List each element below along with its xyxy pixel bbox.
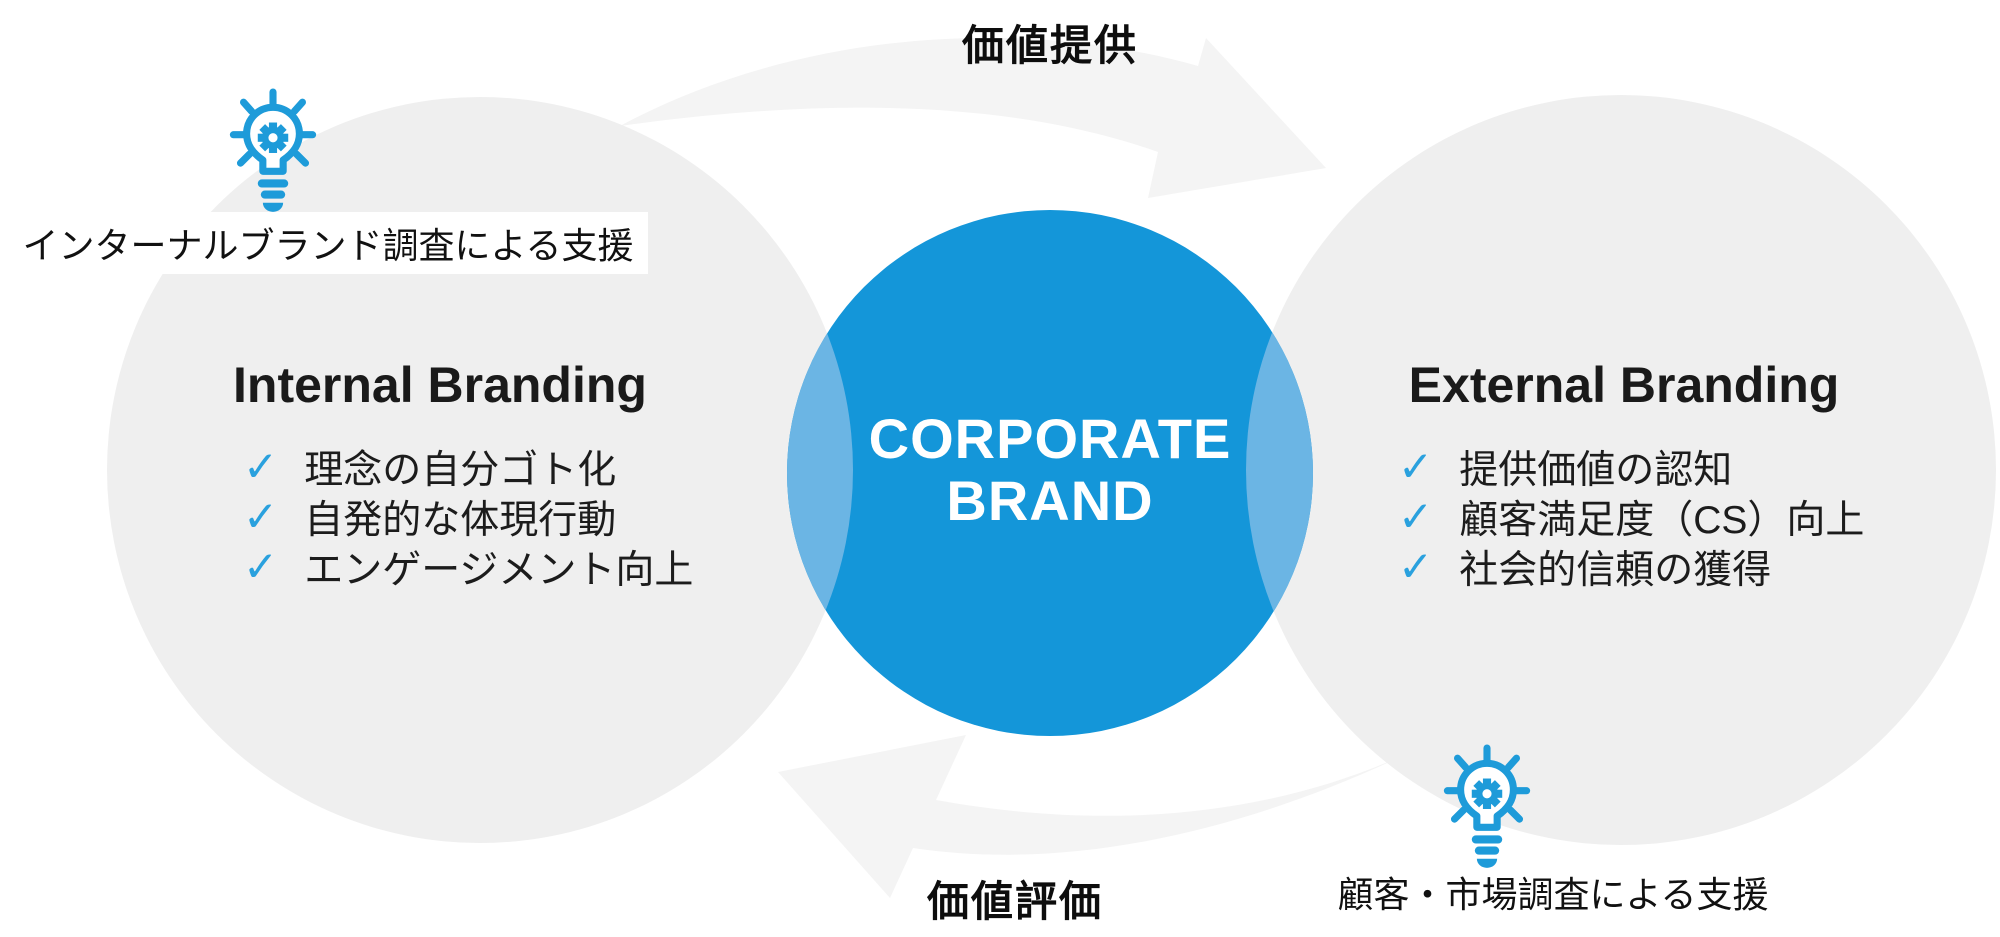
- value-provision-arrow: [620, 37, 1326, 198]
- lightbulb-gear-icon: [1436, 744, 1538, 876]
- corporate-brand-line1: CORPORATE: [868, 407, 1232, 470]
- value-provision-label: 価値提供: [961, 22, 1138, 69]
- check-icon: ✓: [243, 493, 279, 540]
- list-item-text: エンゲージメント向上: [304, 549, 694, 592]
- check-icon: ✓: [1398, 543, 1434, 590]
- internal-branding-list: ✓ 理念の自分ゴト化 ✓ 自発的な体現行動 ✓ エンゲージメント向上: [243, 442, 693, 592]
- list-item: ✓ 自発的な体現行動: [243, 492, 693, 542]
- check-icon: ✓: [1398, 443, 1434, 490]
- list-item: ✓ 提供価値の認知: [1398, 442, 1864, 492]
- list-item-text: 理念の自分ゴト化: [304, 449, 617, 492]
- list-item: ✓ エンゲージメント向上: [243, 542, 693, 592]
- external-branding-list: ✓ 提供価値の認知 ✓ 顧客満足度（CS）向上 ✓ 社会的信頼の獲得: [1398, 442, 1864, 592]
- corporate-brand-title: CORPORATE BRAND: [800, 408, 1300, 532]
- list-item: ✓ 理念の自分ゴト化: [243, 442, 693, 492]
- list-item: ✓ 顧客満足度（CS）向上: [1398, 492, 1864, 542]
- list-item: ✓ 社会的信頼の獲得: [1398, 542, 1864, 592]
- lightbulb-gear-icon: [222, 88, 324, 220]
- corporate-brand-line2: BRAND: [946, 469, 1154, 532]
- list-item-text: 顧客満足度（CS）向上: [1459, 499, 1865, 542]
- internal-support-label: インターナルブランド調査による支援: [8, 212, 648, 274]
- internal-branding-circle: [107, 97, 853, 843]
- value-evaluation-arrow: [778, 735, 1425, 898]
- corporate-brand-circle: [787, 210, 1313, 736]
- value-evaluation-label: 価値評価: [926, 878, 1103, 925]
- list-item-text: 社会的信頼の獲得: [1459, 549, 1772, 592]
- external-branding-circle: [1246, 95, 1996, 845]
- check-icon: ✓: [1398, 493, 1434, 540]
- list-item-text: 提供価値の認知: [1459, 449, 1733, 492]
- external-support-label: 顧客・市場調査による支援: [1290, 858, 1816, 926]
- check-icon: ✓: [243, 543, 279, 590]
- list-item-text: 自発的な体現行動: [304, 499, 617, 542]
- internal-branding-heading: Internal Branding: [233, 357, 647, 413]
- check-icon: ✓: [243, 443, 279, 490]
- external-branding-heading: External Branding: [1408, 357, 1840, 413]
